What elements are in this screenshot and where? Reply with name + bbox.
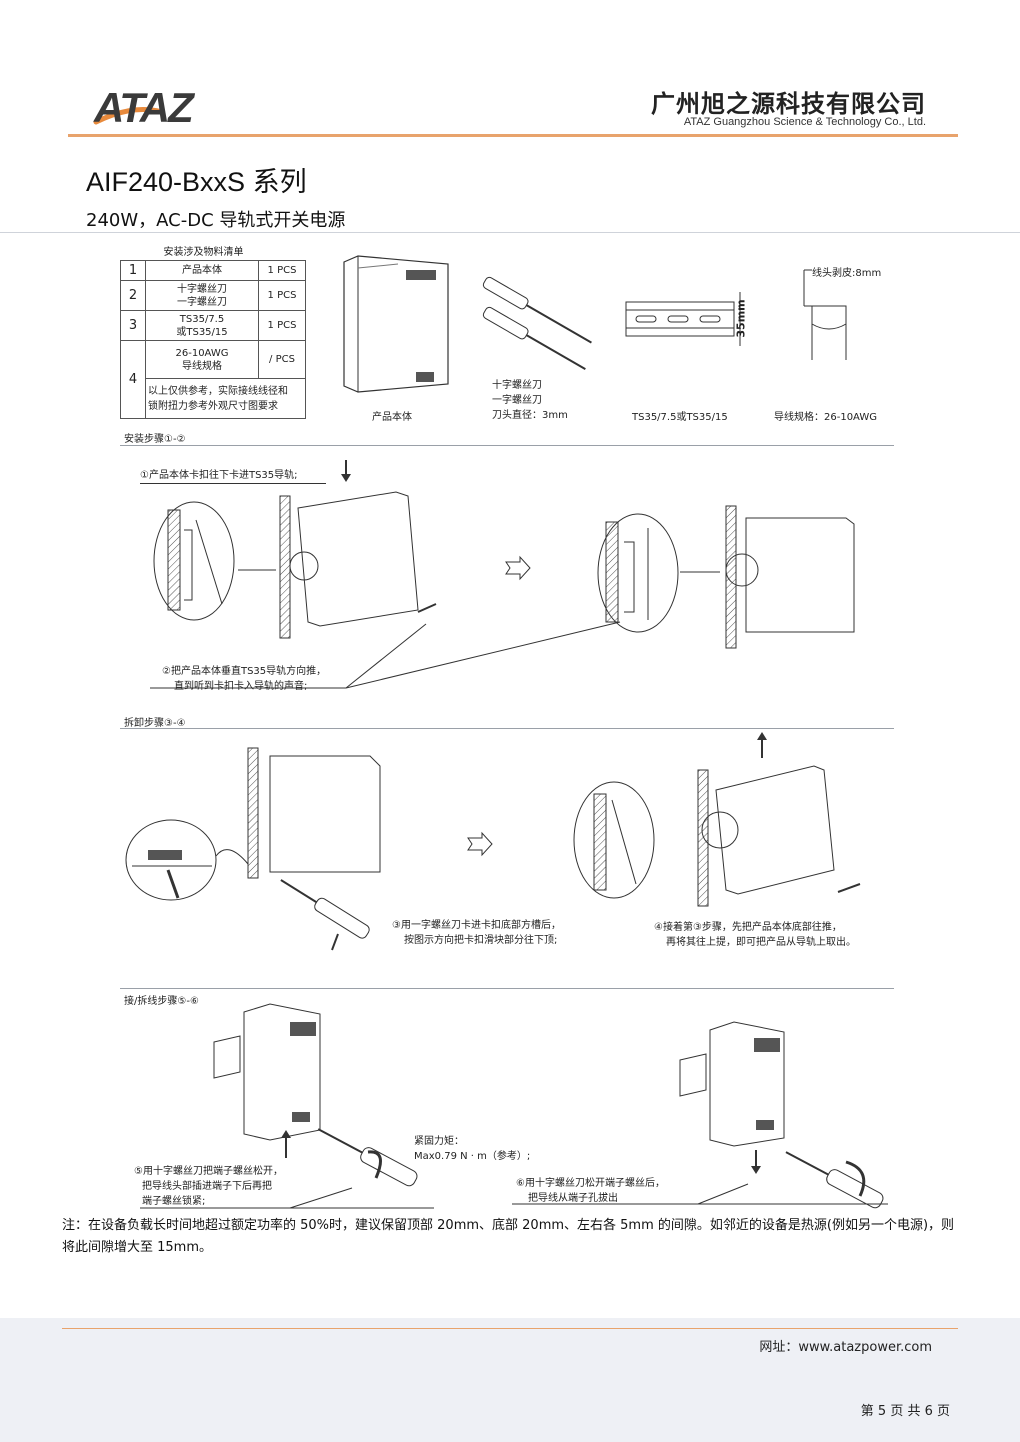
screwdriver-illustration	[482, 276, 592, 370]
website-link[interactable]: 网址：www.atazpower.com	[759, 1340, 932, 1355]
removal-step4-drawing	[697, 732, 861, 907]
step1-underline	[140, 483, 326, 484]
din-rail-illustration	[625, 292, 741, 346]
company-name-en: ATAZ Guangzhou Science & Technology Co.,…	[683, 116, 926, 128]
series-title: AIF240-BxxS 系列	[86, 160, 307, 199]
series-suffix: 系列	[252, 167, 307, 198]
company-name-cn: 广州旭之源科技有限公司	[651, 90, 926, 118]
wire-caption: 导线规格：26-10AWG	[774, 412, 877, 423]
install-detail-zoom-1	[153, 501, 235, 621]
bom-table: 安装涉及物料清单 1 产品本体 1 PCS 2 十字螺丝刀一字螺丝刀 1 PCS…	[120, 244, 306, 419]
torque-spec: 紧固力矩： Max0.79 N · m（参考）;	[414, 1136, 531, 1162]
wiring-step5-drawing	[213, 1003, 418, 1187]
install-section-label: 安装步骤①-②	[124, 434, 186, 445]
product-subtitle: 240W，AC-DC 导轨式开关电源	[86, 210, 346, 231]
bom-qty: 1 PCS	[258, 260, 306, 281]
header-divider	[68, 134, 958, 137]
bom-name: 产品本体	[145, 260, 259, 281]
rail-caption: TS35/7.5或TS35/15	[632, 412, 728, 423]
install-step-1: ①产品本体卡扣往下卡进TS35导轨;	[140, 470, 298, 481]
page-number: 第 5 页 共 6 页	[860, 1404, 950, 1419]
wiring-step-5: ⑤用十字螺丝刀把端子螺丝松开， 把导线头部插进端子下后再把 端子螺丝锁紧;	[134, 1166, 283, 1207]
bom-qty: 1 PCS	[258, 310, 306, 341]
ataz-logo: ATAZ	[93, 84, 197, 130]
removal-step-3: ③用一字螺丝刀卡进卡扣底部方槽后， 按图示方向把卡扣滑块部分往下顶;	[392, 920, 561, 946]
footer-divider	[62, 1328, 958, 1329]
step5-leader-line	[140, 1187, 434, 1209]
clearance-note: 注：在设备负载长时间地超过额定功率的 50%时，建议保留顶部 20mm、底部 2…	[62, 1218, 955, 1255]
removal-divider	[120, 728, 894, 729]
removal-section-label: 拆卸步骤③-④	[124, 718, 186, 729]
removal-detail-zoom-2	[573, 781, 655, 899]
bom-no: 1	[120, 260, 146, 281]
bom-name: 十字螺丝刀一字螺丝刀	[145, 280, 259, 311]
step-arrow-right-2	[467, 831, 493, 857]
bom-no: 2	[120, 280, 146, 311]
step-arrow-right-1	[505, 555, 531, 581]
title-divider	[0, 232, 1020, 233]
product-caption: 产品本体	[372, 412, 412, 423]
install-step2-drawing	[680, 505, 855, 649]
bom-qty: 1 PCS	[258, 280, 306, 311]
removal-detail-zoom-1	[125, 819, 217, 901]
screwdriver-caption: 十字螺丝刀 一字螺丝刀 刀头直径：3mm	[492, 380, 568, 421]
wiring-step6-drawing	[679, 1021, 884, 1209]
step2-leader-lines	[150, 621, 621, 689]
bom-no: 3	[120, 310, 146, 341]
product-body-illustration	[343, 255, 449, 393]
wire-illustration	[803, 269, 847, 360]
step6-leader-line	[512, 1183, 888, 1205]
install-step1-drawing	[238, 460, 437, 639]
install-divider	[120, 445, 894, 446]
bom-no: 4	[120, 340, 146, 419]
bom-qty: / PCS	[258, 340, 306, 379]
wiring-section-label: 接/拆线步骤⑤-⑥	[124, 996, 199, 1007]
series-model: AIF240-BxxS	[86, 167, 246, 197]
wiring-step-6: ⑥用十字螺丝刀松开端子螺丝后， 把导线从端子孔拔出	[516, 1178, 665, 1204]
footer	[0, 1318, 1020, 1442]
wiring-divider	[120, 988, 894, 989]
svg-text:ATAZ: ATAZ	[93, 84, 195, 130]
rail-dimension: 35mm	[734, 299, 748, 338]
install-detail-zoom-2	[597, 513, 679, 633]
wire-strip-length: 线头剥皮:8mm	[812, 268, 882, 279]
bom-note: 以上仅供参考，实际接线线径和锁附扭力参考外观尺寸图要求	[145, 378, 306, 419]
bom-heading: 安装涉及物料清单	[163, 246, 244, 258]
removal-step3-drawing	[215, 747, 381, 951]
removal-step-4: ④接着第③步骤，先把产品本体底部往推， 再将其往上提，即可把产品从导轨上取出。	[654, 922, 856, 948]
install-step-2: ②把产品本体垂直TS35导轨方向推， 直到听到卡扣卡入导轨的声音;	[162, 666, 327, 692]
